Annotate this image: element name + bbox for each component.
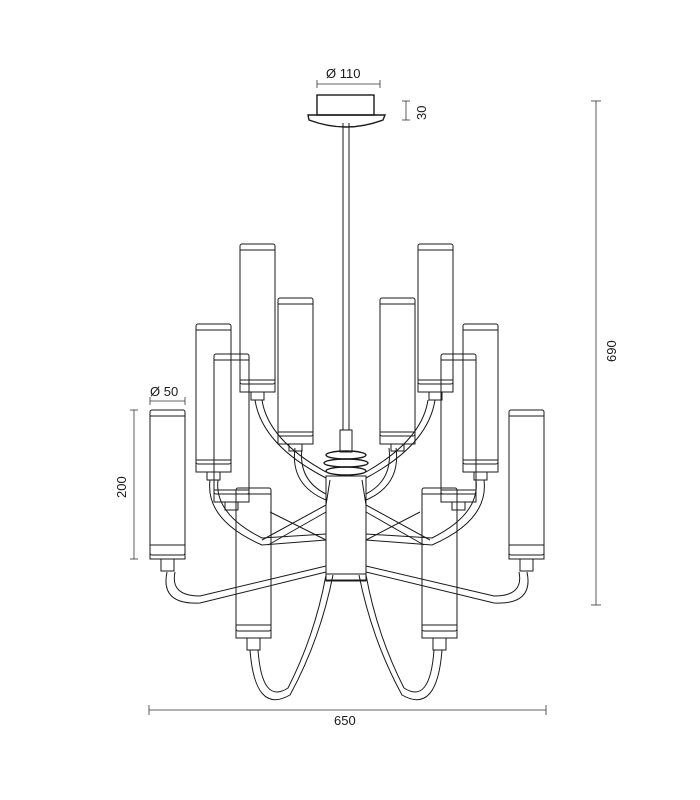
lamp-shades: [149, 243, 545, 651]
shade-inner-right: [379, 297, 416, 452]
dimension-canopy-diameter: Ø 110: [316, 66, 381, 88]
dimension-total-width: 650: [148, 705, 547, 728]
shade-front-right: [421, 487, 458, 651]
shade-mid-left-front: [213, 353, 250, 511]
dimension-canopy-height: 30: [402, 100, 429, 121]
shade-top-right: [417, 243, 454, 401]
canopy-height-label: 30: [414, 106, 429, 120]
ceiling-canopy: [307, 94, 387, 128]
canopy-diameter-label: Ø 110: [326, 66, 360, 81]
suspension-rod: [339, 123, 353, 453]
dimension-shade-diameter: Ø 50: [149, 384, 186, 405]
shade-inner-left: [277, 297, 314, 452]
shade-front-left: [235, 487, 272, 651]
shade-top-left: [239, 243, 276, 401]
total-width-label: 650: [334, 713, 356, 728]
dimension-total-height: 690: [591, 100, 619, 606]
central-hub: [323, 450, 369, 582]
shade-diameter-label: Ø 50: [150, 384, 178, 399]
shade-outer-right: [508, 409, 545, 572]
shade-mid-right-front: [440, 353, 477, 511]
shade-outer-left: [149, 409, 186, 572]
shade-mid-right-back: [462, 323, 499, 481]
arms: [165, 399, 529, 701]
dimension-shade-height: 200: [114, 409, 138, 560]
shade-height-label: 200: [114, 476, 129, 498]
total-height-label: 690: [604, 340, 619, 362]
